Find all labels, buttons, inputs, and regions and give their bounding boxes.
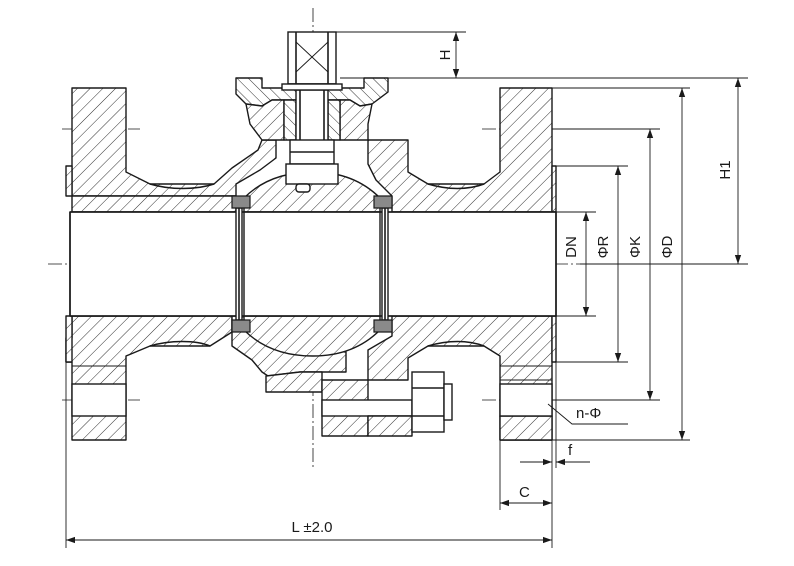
label-bolt-holes: n-Φ xyxy=(576,405,601,422)
label-phi-k: ΦK xyxy=(627,236,644,258)
bottom-bolt-assembly xyxy=(265,371,453,437)
label-h: H xyxy=(437,50,454,61)
label-l: L ±2.0 xyxy=(291,519,332,536)
dimension-lines xyxy=(65,31,748,548)
label-phi-r: ΦR xyxy=(595,235,612,258)
ball xyxy=(231,171,393,357)
label-phi-d: ΦD xyxy=(659,235,676,258)
label-dn: DN xyxy=(563,236,580,258)
bonnet-and-stem xyxy=(235,31,389,193)
label-c: C xyxy=(519,484,530,501)
label-f: f xyxy=(568,442,573,459)
dimension-labels: H H1 DN ΦR ΦK ΦD n-Φ f C L ±2.0 xyxy=(291,50,733,536)
label-h1: H1 xyxy=(717,160,734,179)
